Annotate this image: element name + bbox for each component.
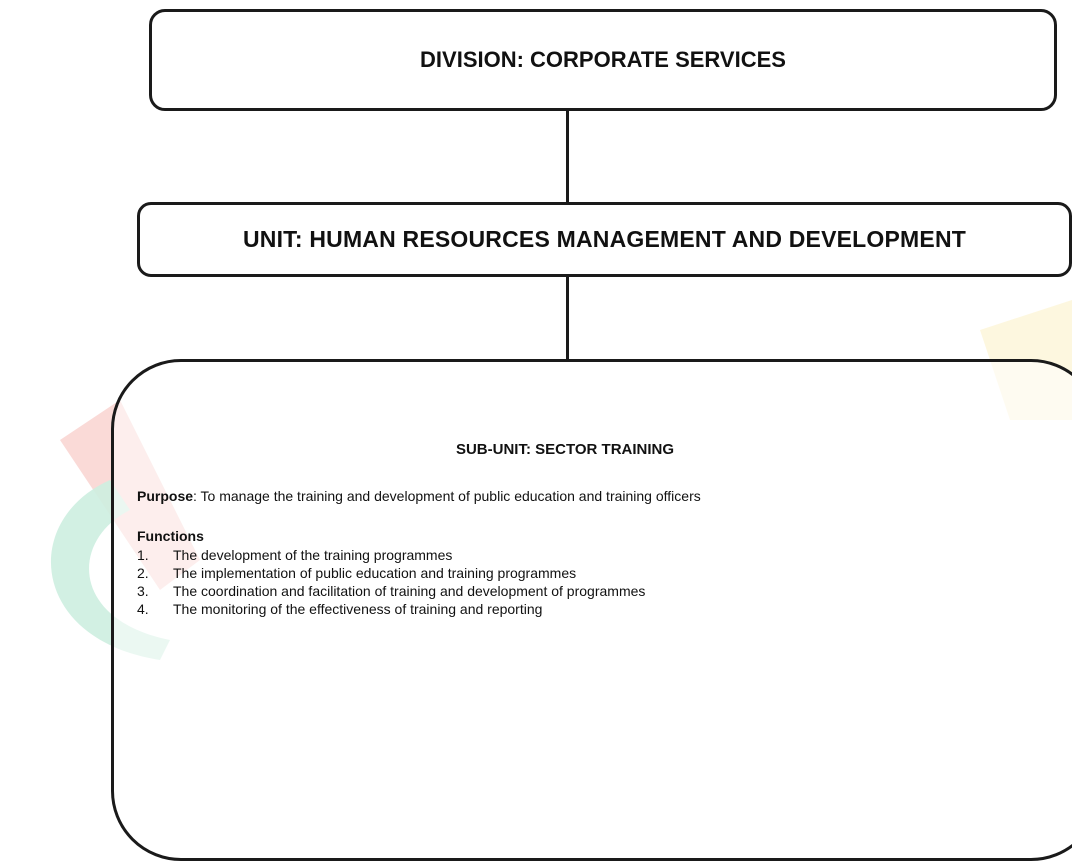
function-text: The implementation of public education a… [173, 565, 577, 581]
functions-heading: Functions [137, 528, 204, 544]
connector-unit-subunit [566, 277, 569, 361]
purpose-label: Purpose [137, 488, 194, 504]
unit-title: UNIT: HUMAN RESOURCES MANAGEMENT AND DEV… [242, 226, 967, 252]
function-item: 2. The implementation of public educatio… [137, 564, 645, 582]
function-number: 3. [137, 583, 149, 599]
connector-division-unit [566, 111, 569, 202]
division-title: DIVISION: CORPORATE SERVICES [420, 47, 786, 72]
function-item: 4. The monitoring of the effectiveness o… [137, 600, 645, 618]
function-item: 1. The development of the training progr… [137, 546, 645, 564]
subunit-box [111, 359, 1072, 861]
unit-box: UNIT: HUMAN RESOURCES MANAGEMENT AND DEV… [137, 202, 1072, 277]
function-number: 2. [137, 565, 149, 581]
watermark-green-arc [50, 480, 170, 660]
function-item: 3. The coordination and facilitation of … [137, 582, 645, 600]
function-text: The development of the training programm… [173, 547, 453, 563]
functions-list: 1. The development of the training progr… [137, 546, 645, 618]
purpose-text: : To manage the training and development… [193, 488, 701, 504]
function-number: 4. [137, 601, 149, 617]
function-text: The monitoring of the effectiveness of t… [173, 601, 543, 617]
function-text: The coordination and facilitation of tra… [173, 583, 646, 599]
subunit-title: SUB-UNIT: SECTOR TRAINING [455, 441, 675, 458]
division-box: DIVISION: CORPORATE SERVICES [149, 9, 1057, 111]
purpose-statement: Purpose: To manage the training and deve… [137, 488, 701, 504]
function-number: 1. [137, 547, 149, 563]
